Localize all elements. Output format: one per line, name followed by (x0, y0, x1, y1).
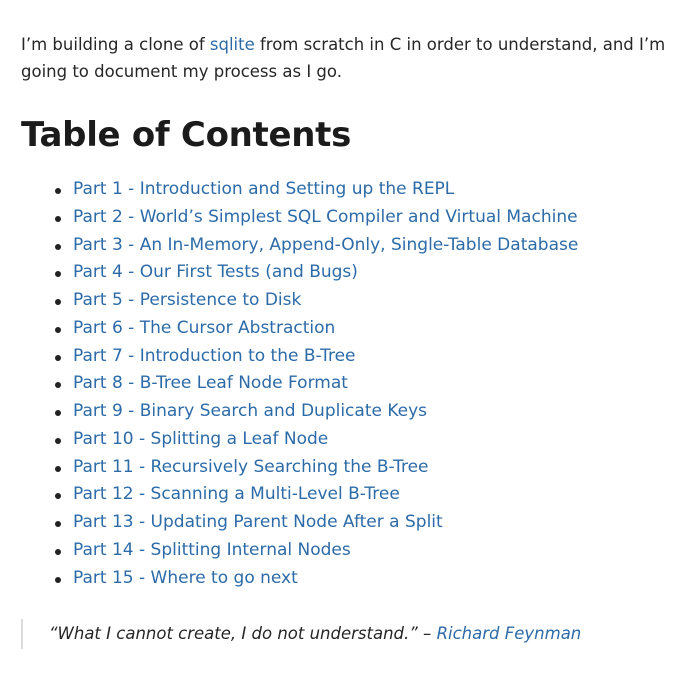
toc-link-part-2[interactable]: Part 2 - World’s Simplest SQL Compiler a… (73, 206, 578, 227)
toc-list: Part 1 - Introduction and Setting up the… (21, 176, 680, 592)
toc-item: Part 4 - Our First Tests (and Bugs) (55, 259, 680, 287)
toc-item: Part 11 - Recursively Searching the B-Tr… (55, 454, 680, 482)
toc-link-part-7[interactable]: Part 7 - Introduction to the B-Tree (73, 345, 356, 366)
toc-heading: Table of Contents (21, 115, 352, 155)
toc-link-part-6[interactable]: Part 6 - The Cursor Abstraction (73, 317, 336, 338)
intro-text-after: from scratch in C in order to understand… (21, 35, 666, 81)
toc-item: Part 1 - Introduction and Setting up the… (55, 176, 680, 204)
toc-link-part-5[interactable]: Part 5 - Persistence to Disk (73, 290, 302, 310)
toc-item: Part 5 - Persistence to Disk (55, 287, 680, 315)
bullet-icon (55, 576, 61, 583)
toc-item: Part 12 - Scanning a Multi-Level B-Tree (55, 481, 680, 509)
toc-item: Part 6 - The Cursor Abstraction (55, 315, 680, 343)
quote-text: “What I cannot create, I do not understa… (49, 624, 437, 643)
bullet-icon (55, 326, 61, 333)
quote-author-link[interactable]: Richard Feynman (436, 624, 582, 643)
bullet-icon (55, 299, 61, 305)
toc-link-part-4[interactable]: Part 4 - Our First Tests (and Bugs) (73, 262, 358, 283)
toc-item: Part 2 - World’s Simplest SQL Compiler a… (55, 204, 680, 232)
toc-link-part-9[interactable]: Part 9 - Binary Search and Duplicate Key… (73, 401, 428, 421)
toc-link-part-15[interactable]: Part 15 - Where to go next (73, 567, 298, 588)
bullet-icon (55, 548, 61, 555)
toc-link-part-11[interactable]: Part 11 - Recursively Searching the B-Tr… (73, 456, 429, 477)
intro-paragraph: I’m building a clone of sqlite from scra… (21, 31, 671, 85)
toc-item: Part 7 - Introduction to the B-Tree (55, 343, 680, 371)
feynman-quote: “What I cannot create, I do not understa… (21, 619, 641, 649)
bullet-icon (55, 215, 61, 222)
toc-item: Part 10 - Splitting a Leaf Node (55, 426, 680, 454)
toc-link-part-3[interactable]: Part 3 - An In-Memory, Append-Only, Sing… (73, 234, 579, 255)
bullet-icon (55, 521, 61, 527)
toc-link-part-1[interactable]: Part 1 - Introduction and Setting up the… (73, 179, 455, 199)
toc-item: Part 14 - Splitting Internal Nodes (55, 537, 680, 565)
bullet-icon (55, 271, 61, 278)
bullet-icon (55, 493, 61, 500)
toc-link-part-8[interactable]: Part 8 - B-Tree Leaf Node Format (73, 373, 348, 394)
toc-link-part-14[interactable]: Part 14 - Splitting Internal Nodes (73, 539, 351, 560)
bullet-icon (55, 188, 61, 194)
bullet-icon (55, 243, 61, 250)
toc-link-part-10[interactable]: Part 10 - Splitting a Leaf Node (73, 428, 329, 449)
toc-item: Part 9 - Binary Search and Duplicate Key… (55, 398, 680, 426)
bullet-icon (55, 354, 61, 361)
toc-link-part-13[interactable]: Part 13 - Updating Parent Node After a S… (73, 512, 443, 532)
bullet-icon (55, 465, 61, 472)
bullet-icon (55, 410, 61, 416)
intro-text-before: I’m building a clone of (21, 35, 210, 54)
toc-link-part-12[interactable]: Part 12 - Scanning a Multi-Level B-Tree (73, 484, 400, 505)
sqlite-link[interactable]: sqlite (209, 35, 255, 54)
bullet-icon (55, 437, 61, 444)
bullet-icon (55, 382, 61, 389)
toc-item: Part 3 - An In-Memory, Append-Only, Sing… (55, 232, 680, 260)
toc-item: Part 13 - Updating Parent Node After a S… (55, 509, 680, 537)
toc-item: Part 8 - B-Tree Leaf Node Format (55, 370, 680, 398)
toc-item: Part 15 - Where to go next (55, 565, 680, 593)
